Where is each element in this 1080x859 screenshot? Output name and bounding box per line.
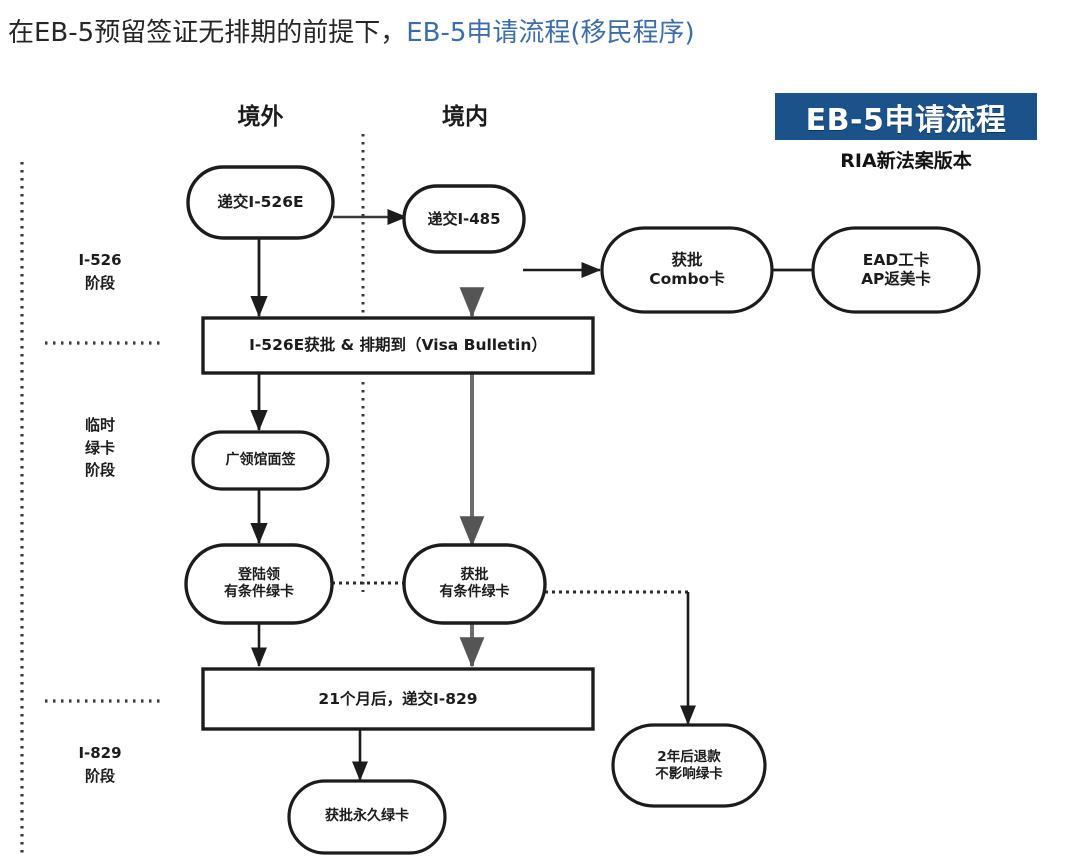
node-shape-submit-i485[interactable] bbox=[402, 184, 526, 254]
phase-label-temp-line-2: 绿卡 bbox=[84, 438, 115, 457]
node-shape-permanent-green-card-approved[interactable] bbox=[287, 779, 447, 855]
node-shape-submit-i829-after-21-months[interactable] bbox=[201, 667, 595, 731]
phase-label-temp-green-card: 临时 绿卡 阶段 bbox=[55, 414, 145, 482]
phase-label-i526-line-2: 阶段 bbox=[84, 273, 115, 292]
column-header-domestic: 境内 bbox=[442, 104, 488, 130]
process-badge-label: EB-5申请流程 bbox=[805, 102, 1007, 138]
flowchart-shapes-layer bbox=[20, 134, 981, 857]
page-title-blue-part: EB-5申请流程(移民程序) bbox=[406, 17, 695, 48]
node-shape-approved-conditional-green-card[interactable] bbox=[402, 543, 547, 625]
node-shape-ead-ap-card[interactable] bbox=[811, 226, 981, 314]
phase-label-i829-line-1: I-829 bbox=[78, 744, 122, 762]
column-header-overseas: 境外 bbox=[237, 104, 284, 130]
node-shape-consulate-interview[interactable] bbox=[191, 430, 330, 491]
node-shape-refund-after-2-years[interactable] bbox=[611, 723, 767, 808]
phase-label-temp-line-3: 阶段 bbox=[84, 461, 115, 479]
phase-label-i829-line-2: 阶段 bbox=[84, 766, 115, 785]
process-badge: EB-5申请流程 bbox=[775, 93, 1037, 140]
eb5-process-flowchart: 境外 境内 I-526 阶段 临时 绿卡 阶段 I-829 阶段 递交I-526… bbox=[0, 62, 1080, 859]
node-shape-combo-card-approved[interactable] bbox=[600, 226, 774, 314]
process-badge-subtitle: RIA新法案版本 bbox=[840, 150, 972, 172]
phase-label-temp-line-1: 临时 bbox=[84, 416, 115, 434]
node-shape-i526e-approved-visa-bulletin[interactable] bbox=[201, 316, 595, 375]
phase-label-i526: I-526 阶段 bbox=[55, 249, 145, 294]
phase-label-i526-line-1: I-526 bbox=[78, 251, 122, 269]
node-shape-submit-i526e[interactable] bbox=[186, 165, 335, 240]
node-shape-land-conditional-green-card[interactable] bbox=[184, 543, 334, 625]
phase-label-i829: I-829 阶段 bbox=[55, 742, 145, 787]
page-title: 在EB-5预留签证无排期的前提下，EB-5申请流程(移民程序) bbox=[8, 6, 1068, 54]
page-title-black-part: 在EB-5预留签证无排期的前提下， bbox=[8, 17, 407, 48]
